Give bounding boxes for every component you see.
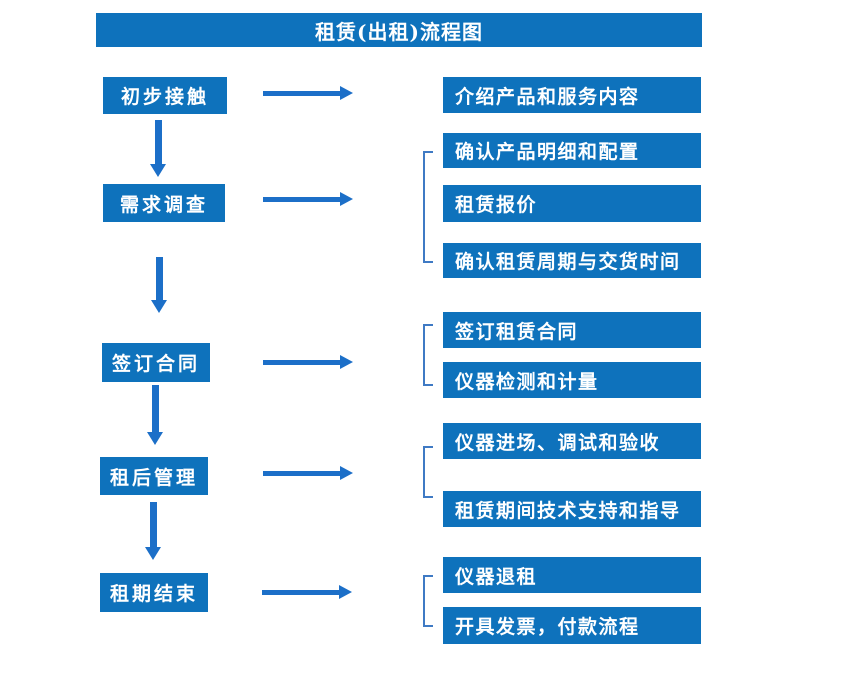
output-box-instrument-return: 仪器退租 [443, 557, 701, 593]
output-box-instrument-entry: 仪器进场、调试和验收 [443, 423, 701, 459]
arrow-head [150, 164, 166, 177]
arrow-head [145, 547, 161, 560]
right-arrow-5 [262, 585, 352, 599]
down-arrow-2 [151, 257, 167, 313]
right-arrow-2 [263, 192, 353, 206]
step-box-post-rental-management: 租后管理 [100, 457, 208, 495]
right-arrow-3 [263, 355, 353, 369]
down-arrow-1 [150, 120, 166, 177]
output-box-sign-rental-contract: 签订租赁合同 [443, 312, 701, 348]
bracket-connector-group-4 [423, 446, 433, 498]
arrow-head [147, 432, 163, 445]
bracket-connector-group-3 [423, 324, 433, 386]
down-arrow-3 [147, 385, 163, 445]
arrow-shaft [262, 589, 339, 595]
right-arrow-1 [263, 86, 353, 100]
arrow-shaft [155, 257, 163, 300]
step-box-initial-contact: 初步接触 [103, 77, 227, 114]
title-bar: 租赁(出租)流程图 [96, 13, 702, 47]
output-box-technical-support: 租赁期间技术支持和指导 [443, 491, 701, 527]
arrow-head [340, 355, 353, 369]
output-box-confirm-details: 确认产品明细和配置 [443, 133, 701, 168]
down-arrow-4 [145, 502, 161, 560]
arrow-head [340, 86, 353, 100]
output-box-confirm-period-delivery: 确认租赁周期与交货时间 [443, 243, 701, 278]
step-box-demand-survey: 需求调查 [103, 184, 225, 222]
right-arrow-4 [263, 466, 353, 480]
arrow-shaft [263, 90, 340, 96]
arrow-head [339, 585, 352, 599]
output-box-instrument-testing: 仪器检测和计量 [443, 362, 701, 398]
arrow-shaft [263, 470, 340, 476]
bracket-connector-group-5 [423, 575, 433, 627]
arrow-shaft [263, 196, 340, 202]
output-box-rental-quote: 租赁报价 [443, 185, 701, 222]
page-title: 租赁(出租)流程图 [315, 19, 483, 44]
arrow-head [151, 300, 167, 313]
bracket-connector-group-2 [423, 151, 433, 263]
output-box-introduce-products: 介绍产品和服务内容 [443, 77, 701, 113]
arrow-shaft [149, 502, 157, 547]
arrow-head [340, 192, 353, 206]
arrow-shaft [263, 359, 340, 365]
output-box-invoice-payment: 开具发票，付款流程 [443, 607, 701, 644]
arrow-shaft [151, 385, 159, 432]
step-box-rental-end: 租期结束 [100, 573, 208, 612]
arrow-head [340, 466, 353, 480]
arrow-shaft [154, 120, 162, 164]
step-box-sign-contract: 签订合同 [102, 343, 210, 382]
